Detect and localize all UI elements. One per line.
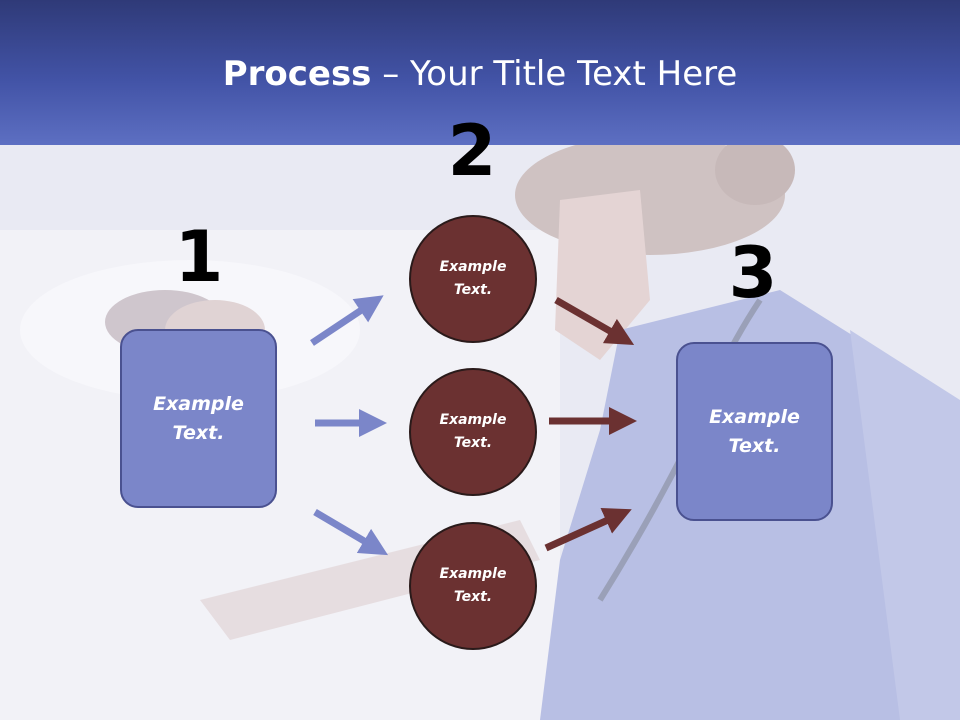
arrow-red-down	[554, 296, 635, 345]
title-bold: Process	[222, 54, 372, 94]
circle-bottom: Example Text.	[409, 522, 537, 650]
slide-title: Process – Your Title Text Here	[0, 52, 960, 96]
right-box-text: Example Text.	[709, 405, 800, 457]
circle-top-text: Example Text.	[439, 259, 507, 298]
circle-middle-text: Example Text.	[439, 412, 507, 451]
circle-top: Example Text.	[409, 215, 537, 343]
title-rest: – Your Title Text Here	[371, 54, 738, 94]
right-box: Example Text.	[676, 342, 833, 521]
arrow-blue-down	[313, 508, 389, 556]
circle-bottom-text: Example Text.	[439, 566, 507, 605]
left-box: Example Text.	[120, 329, 277, 508]
circle-middle: Example Text.	[409, 368, 537, 496]
step-number-2: 2	[447, 110, 497, 192]
step-number-3: 3	[728, 232, 778, 314]
title-bar: Process – Your Title Text Here	[0, 0, 960, 145]
arrow-blue-up	[310, 295, 384, 346]
arrow-red-up	[544, 508, 632, 552]
left-box-text: Example Text.	[153, 392, 244, 444]
step-number-1: 1	[174, 216, 224, 298]
